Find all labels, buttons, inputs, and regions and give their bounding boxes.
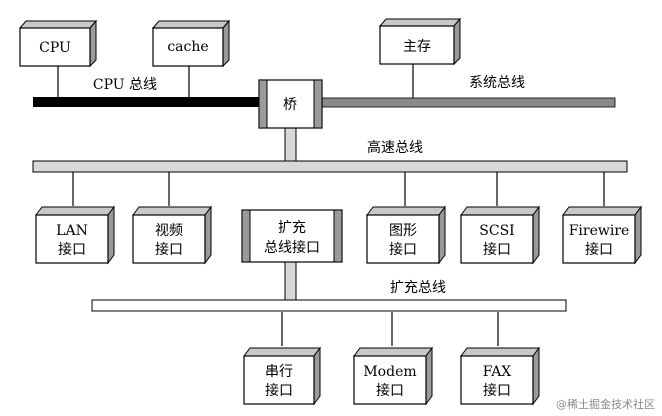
cpu-box: CPU [18,19,98,68]
scsi-label-line2: 接口 [483,241,511,258]
cpu-bus [33,97,259,107]
expansion-bus-interface-box: 扩充 总线接口 [241,209,343,263]
modem-label-line2: 接口 [376,382,404,399]
fax-label-line1: FAX [483,364,512,380]
graphics-label-line1: 图形 [389,223,417,239]
cpu-bus-label: CPU 总线 [93,77,157,93]
lan-interface-box: LAN 接口 [35,205,115,265]
high-speed-bus [32,160,628,173]
serial-interface-box: 串行 接口 [243,346,321,406]
video-label-line1: 视频 [155,223,183,239]
watermark-text: @稀土掘金技术社区 [556,397,655,411]
bridge-stem [284,127,297,162]
system-bus-label: 系统总线 [469,75,525,91]
fax-interface-box: FAX 接口 [460,346,540,406]
bridge-box: 桥 [258,79,323,129]
main-memory-label: 主存 [403,39,431,55]
main-memory-box: 主存 [378,17,462,66]
bridge-label: 桥 [283,97,297,113]
serial-label-line2: 接口 [265,382,293,399]
cpu-label: CPU [39,40,71,56]
system-bus [321,97,616,108]
cache-box: cache [151,19,231,68]
expansion-bus [91,299,567,312]
modem-interface-box: Modem 接口 [353,346,433,406]
graphics-interface-box: 图形 接口 [366,205,446,265]
cache-label: cache [167,39,208,55]
expansion-interface-label-line2: 总线接口 [264,239,320,256]
expansion-stem [284,261,297,301]
firewire-label-line1: Firewire [569,223,630,239]
lan-label-line2: 接口 [58,241,86,258]
video-interface-box: 视频 接口 [132,205,212,265]
firewire-interface-box: Firewire 接口 [562,205,642,265]
video-label-line2: 接口 [155,241,183,258]
high-speed-bus-label: 高速总线 [367,139,423,156]
fax-label-line2: 接口 [483,382,511,399]
serial-label-line1: 串行 [265,364,293,380]
firewire-label-line2: 接口 [585,241,613,258]
scsi-interface-box: SCSI 接口 [460,205,540,265]
expansion-bus-label: 扩充总线 [390,280,446,296]
modem-label-line1: Modem [363,364,416,380]
expansion-interface-label-line1: 扩充 [278,220,306,236]
lan-label-line1: LAN [56,223,88,239]
graphics-label-line2: 接口 [389,241,417,258]
scsi-label-line1: SCSI [479,223,514,239]
